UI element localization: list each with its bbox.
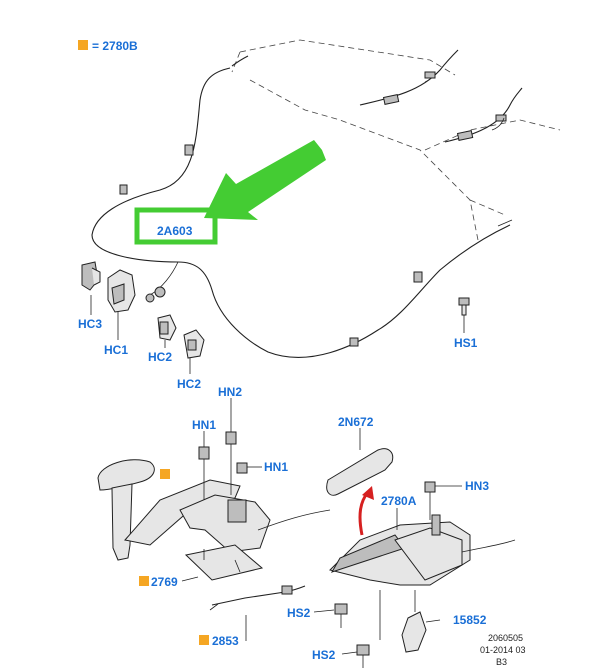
marker-2769 [139, 576, 149, 586]
rear-cable-ends [359, 49, 523, 143]
footer-date: 01-2014 03 [480, 645, 526, 655]
marker-2853 [199, 635, 209, 645]
red-arrow [358, 491, 370, 536]
marker-2780b-lever [160, 469, 170, 479]
label-hs2-upper: HS2 [287, 606, 311, 620]
cable-2a603 [91, 55, 513, 358]
label-hn1-right: HN1 [264, 460, 288, 474]
clip-hc1 [107, 269, 136, 313]
label-hn2: HN2 [218, 385, 242, 399]
label-hc2-lower: HC2 [177, 377, 201, 391]
label-2853: 2853 [212, 634, 239, 648]
red-arrow-head [362, 486, 374, 500]
highlight-arrow [204, 140, 326, 220]
label-2780a: 2780A [381, 494, 417, 508]
clip-hc3 [81, 261, 101, 291]
label-15852: 15852 [453, 613, 487, 627]
footer-code: 2060505 [488, 633, 523, 643]
legend: = 2780B [78, 39, 138, 53]
hs1-bolt [458, 297, 470, 316]
lever-2780a [326, 448, 516, 668]
label-2a603: 2A603 [157, 224, 193, 238]
footer-sheet: B3 [496, 657, 507, 667]
label-hc2-upper: HC2 [148, 350, 172, 364]
label-hc3: HC3 [78, 317, 102, 331]
label-hs1: HS1 [454, 336, 478, 350]
label-hn1-left: HN1 [192, 418, 216, 432]
lever-assembly [97, 431, 331, 581]
legend-text: = 2780B [92, 39, 138, 53]
label-hc1: HC1 [104, 343, 128, 357]
leaders [90, 295, 465, 655]
label-2769: 2769 [151, 575, 178, 589]
label-hn3: HN3 [465, 479, 489, 493]
highlight-callout: 2A603 [134, 140, 326, 245]
label-2n672: 2N672 [338, 415, 374, 429]
label-hs2-lower: HS2 [312, 648, 336, 662]
cable-2853 [209, 585, 306, 611]
clip-hc2-lower [183, 329, 205, 359]
vehicle-outline [231, 39, 561, 241]
legend-marker [78, 40, 88, 50]
clip-hc2-upper [157, 314, 177, 341]
highlight-box [134, 207, 218, 245]
